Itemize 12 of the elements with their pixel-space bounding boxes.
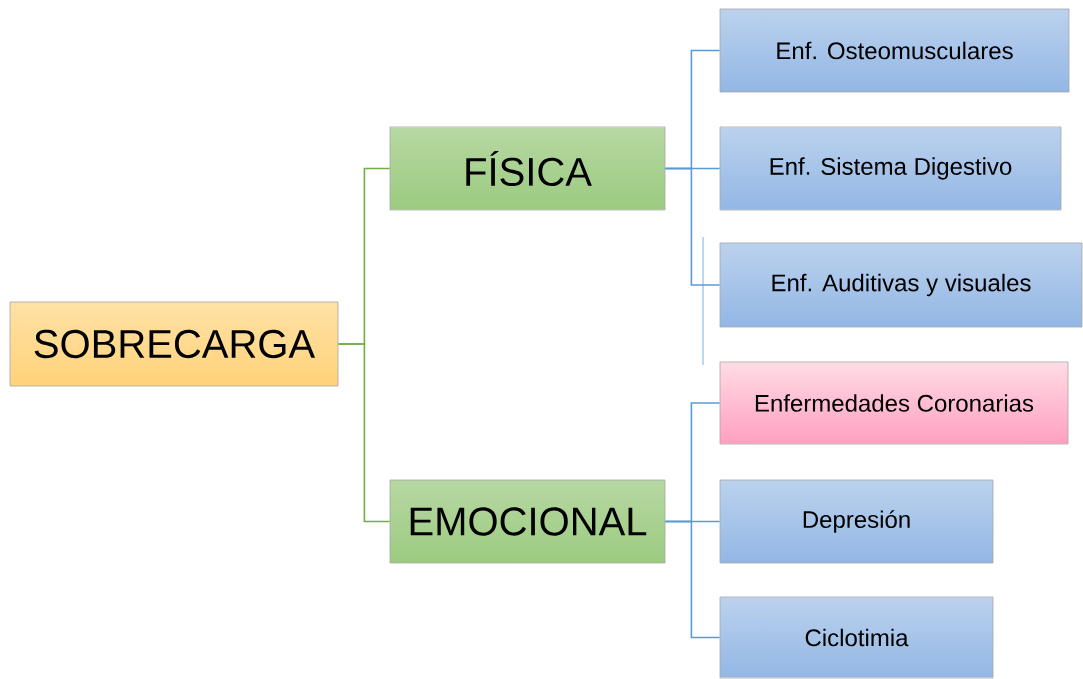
item-box: Depresión [719,479,994,564]
item-box: Enf. Sistema Digestivo [719,126,1062,211]
category-box: EMOCIONAL [389,479,666,564]
connector [337,343,391,523]
connector [664,520,721,639]
item-box: Ciclotimia [719,596,994,679]
item-box: Enf. Osteomusculares [719,8,1070,93]
connector [664,167,721,286]
category-box: FÍSICA [389,126,666,211]
item-box: Enf. Auditivas y visuales [719,242,1083,328]
root-box: SOBRECARGA [9,301,339,387]
item-box: Enfermedades Coronarias [719,361,1069,445]
